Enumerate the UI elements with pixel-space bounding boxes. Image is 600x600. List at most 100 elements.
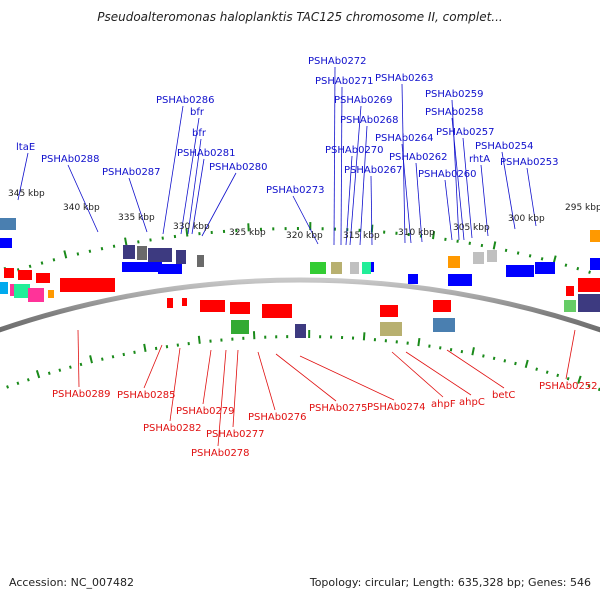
feature-box	[564, 300, 576, 312]
feature-box	[448, 256, 460, 268]
reverse-gene	[578, 278, 600, 292]
minor-tick	[504, 248, 508, 253]
minor-tick	[482, 354, 485, 358]
leader-line	[17, 152, 29, 201]
scale-ticks	[3, 222, 600, 392]
forward-gene-label: PSHAb0258	[425, 107, 484, 118]
backbone	[0, 277, 600, 333]
scale-label: 315 kbp	[343, 231, 380, 241]
feature-box	[148, 248, 172, 262]
reverse-gene-label: PSHAb0275	[309, 403, 368, 414]
forward-gene-label: PSHAb0260	[418, 169, 477, 180]
leader-line	[451, 117, 465, 241]
minor-tick	[516, 251, 520, 255]
leader-line	[401, 143, 412, 244]
minor-tick	[480, 243, 484, 248]
minor-tick	[514, 361, 517, 366]
leader-line	[187, 138, 202, 235]
reverse-gene	[200, 300, 225, 312]
genome-summary: Topology: circular; Length: 635,328 bp; …	[309, 576, 591, 589]
minor-tick	[69, 365, 72, 369]
scale-label: 335 kbp	[118, 213, 155, 223]
reverse-gene-label: PSHAb0282	[143, 423, 202, 434]
leader-line	[359, 125, 368, 246]
minor-tick	[133, 350, 136, 354]
forward-gene-label: PSHAb0271	[315, 76, 374, 87]
leader-line	[67, 164, 99, 233]
leader-line	[191, 158, 205, 235]
reverse-gene	[182, 298, 187, 306]
reverse-gene-label: PSHAb0285	[117, 390, 176, 401]
minor-tick	[460, 349, 464, 354]
reverse-gene-label: ahpF	[431, 399, 456, 410]
reverse-gene-label: PSHAb0276	[248, 412, 307, 423]
major-tick	[89, 355, 93, 364]
feature-box	[295, 324, 306, 338]
leader-line	[565, 329, 576, 380]
leader-line	[180, 117, 200, 235]
reverse-gene	[60, 278, 115, 292]
minor-tick	[88, 249, 92, 253]
major-tick	[577, 375, 582, 384]
forward-gene-label: PSHAb0259	[425, 89, 484, 100]
reverse-gene	[18, 270, 32, 280]
forward-gene-label: PSHAb0286	[156, 95, 215, 106]
minor-tick	[492, 356, 496, 361]
major-tick	[124, 237, 128, 246]
leader-line	[405, 351, 472, 396]
forward-gene	[590, 258, 600, 270]
scale-label: 345 kbp	[8, 189, 45, 199]
feature-box	[48, 290, 54, 298]
feature-box	[578, 294, 600, 312]
major-tick	[362, 332, 366, 341]
scale-label: 320 kbp	[286, 231, 323, 241]
forward-gene-label: PSHAb0253	[500, 157, 559, 168]
leader-line	[526, 167, 537, 227]
major-tick	[471, 347, 475, 356]
reverse-gene	[380, 305, 398, 317]
forward-gene	[158, 264, 182, 274]
scale-label: 300 kbp	[508, 214, 545, 224]
reverse-gene-label: PSHAb0278	[191, 448, 250, 459]
minor-tick	[122, 352, 126, 357]
forward-gene-label: PSHAb0280	[209, 162, 268, 173]
forward-gene-label: PSHAb0273	[266, 185, 325, 196]
major-tick	[197, 335, 201, 344]
minor-tick	[576, 266, 580, 271]
reverse-gene	[36, 273, 50, 283]
reverse-gene-label: ahpC	[459, 397, 485, 408]
minor-tick	[40, 261, 44, 265]
minor-tick	[47, 371, 51, 375]
feature-box	[137, 246, 147, 260]
reverse-gene-label: PSHAb0274	[367, 402, 426, 413]
forward-gene-label: PSHAb0268	[340, 115, 399, 126]
major-tick	[524, 359, 529, 368]
leader-line	[370, 175, 373, 246]
accession-text: Accession: NC_007482	[9, 576, 135, 589]
major-tick	[492, 241, 497, 250]
label-leaders	[17, 66, 576, 447]
scale-label: 295 kbp	[565, 203, 600, 213]
feature-box	[28, 288, 44, 302]
minor-tick	[16, 381, 20, 386]
minor-tick	[540, 257, 544, 261]
backbone-arc	[0, 277, 600, 333]
feature-box	[487, 250, 497, 262]
minor-tick	[76, 252, 80, 256]
minor-tick	[79, 362, 83, 367]
forward-gene	[122, 262, 162, 272]
scale-label: 330 kbp	[173, 222, 210, 232]
leader-line	[201, 172, 237, 237]
leader-line	[462, 137, 473, 239]
leader-line	[169, 347, 181, 422]
forward-gene-label: PSHAb0263	[375, 73, 434, 84]
feature-box	[0, 282, 8, 294]
leader-line	[345, 155, 353, 246]
reverse-gene-label: PSHAb0252	[539, 381, 598, 392]
reverse-gene-label: betC	[492, 390, 515, 401]
forward-labels: ltaEPSHAb0288PSHAb0287PSHAb0286bfrbfrPSH…	[16, 56, 559, 196]
feature-box	[123, 245, 135, 259]
major-tick	[185, 228, 189, 237]
leader-line	[451, 99, 460, 241]
feature-box	[331, 262, 342, 274]
